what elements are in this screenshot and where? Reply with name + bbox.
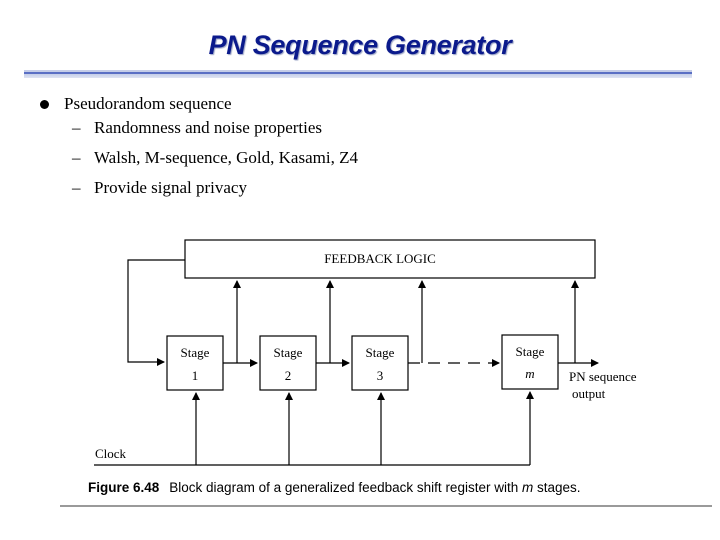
subbullet-text: Provide signal privacy (94, 178, 247, 197)
bullet-item: Pseudorandom sequence (38, 94, 358, 118)
bullet-dot-icon (40, 100, 49, 109)
stage-number-1: 1 (192, 368, 199, 383)
stage-number-2: 2 (285, 368, 292, 383)
caption-text: Block diagram of a generalized feedback … (169, 480, 522, 495)
bottom-divider (60, 505, 712, 507)
subbullet-item: – Provide signal privacy (38, 178, 358, 208)
feedback-return-line (127, 259, 185, 366)
subbullet-item: – Walsh, M-sequence, Gold, Kasami, Z4 (38, 148, 358, 178)
stage-word-m: Stage (516, 344, 545, 359)
stage-number-3: 3 (377, 368, 384, 383)
stage-word-3: Stage (366, 345, 395, 360)
figure-caption: Figure 6.48 Block diagram of a generalize… (88, 480, 581, 495)
stage-word-1: Stage (181, 345, 210, 360)
subbullet-text: Randomness and noise properties (94, 118, 323, 137)
bullet-text: Pseudorandom sequence (64, 94, 232, 113)
subbullet-item: – Randomness and noise properties (38, 118, 358, 148)
stage-number-m: m (525, 366, 534, 381)
feedback-logic-box (184, 239, 596, 279)
dash-icon: – (72, 178, 81, 197)
output-label-line1: PN sequence (569, 369, 637, 384)
subbullet-text: Walsh, M-sequence, Gold, Kasami, Z4 (94, 148, 358, 167)
stage-box-m (501, 334, 559, 390)
dash-icon: – (72, 148, 81, 167)
stage-word-2: Stage (274, 345, 303, 360)
caption-suffix: stages. (533, 480, 581, 495)
dash-icon: – (72, 118, 81, 137)
title-underline (24, 70, 692, 78)
clock-label: Clock (95, 446, 127, 461)
slide-title: PN Sequence Generator (208, 30, 512, 60)
figure-number: Figure 6.48 (88, 480, 160, 495)
feedback-logic-label: FEEDBACK LOGIC (324, 251, 436, 266)
caption-variable: m (521, 480, 534, 495)
output-label-line2: output (572, 386, 606, 401)
bullet-list: Pseudorandom sequence – Randomness and n… (38, 94, 358, 208)
